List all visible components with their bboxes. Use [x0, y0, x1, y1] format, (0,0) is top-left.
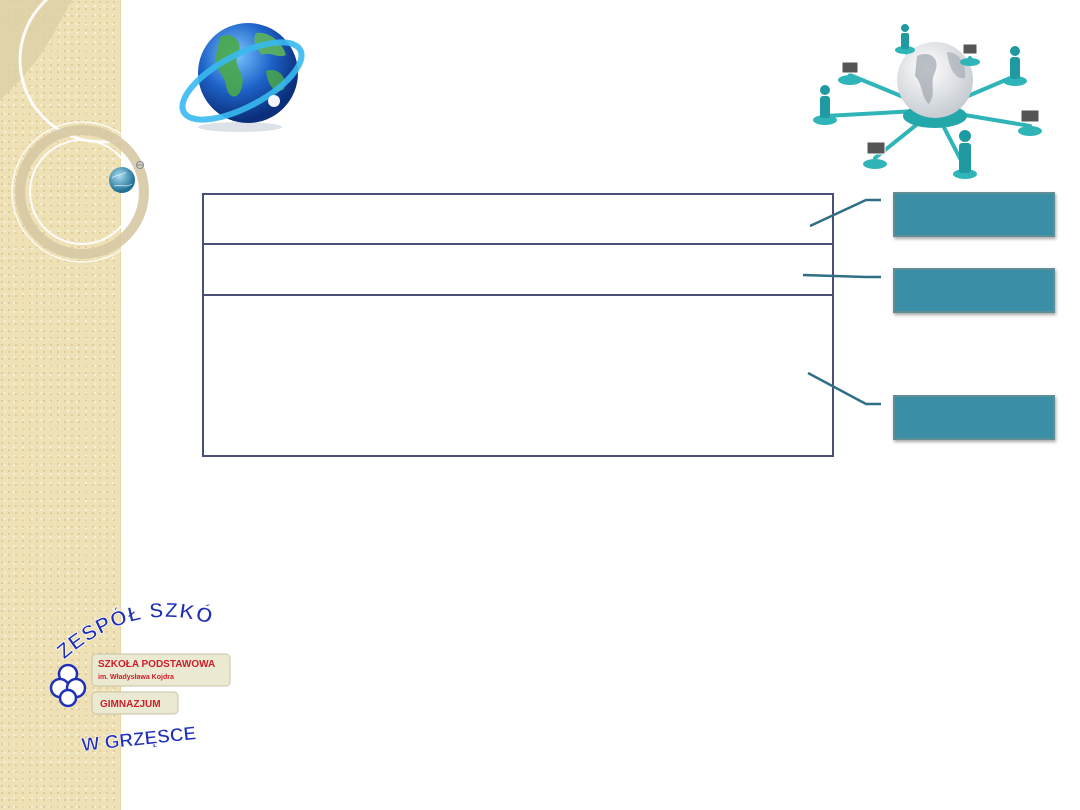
content-box-3-text — [204, 296, 832, 312]
content-box-1 — [202, 193, 834, 245]
network-globe-icon — [813, 24, 1042, 179]
content-box-2 — [202, 243, 834, 296]
decorative-rings — [0, 0, 160, 263]
logo-line-3: im. Władysława Kojdra — [98, 674, 174, 681]
logo-line-5: W GRZĘSCE — [81, 723, 198, 756]
content-box-1-text — [204, 195, 832, 211]
globe-orbit-icon — [179, 23, 305, 132]
content-box-2-text — [204, 245, 832, 261]
small-globe-icon — [109, 161, 144, 193]
logo-line-4: GIMNAZJUM — [100, 699, 161, 710]
label-tag-2 — [893, 268, 1055, 313]
label-tag-1 — [893, 192, 1055, 237]
content-box-3 — [202, 294, 834, 457]
school-logo: ZESPÓŁ SZKÓŁ SZKOŁA PODSTAWOWA im. Włady… — [42, 598, 231, 756]
label-tag-3 — [893, 395, 1055, 440]
logo-line-2: SZKOŁA PODSTAWOWA — [98, 659, 215, 670]
clover-icon — [49, 663, 87, 708]
